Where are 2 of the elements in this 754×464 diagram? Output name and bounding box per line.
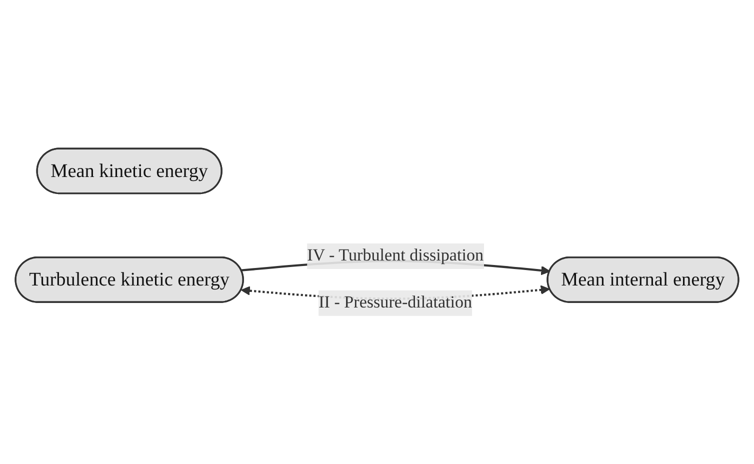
edge-label: II - Pressure-dilatation <box>318 293 472 312</box>
edge-label: IV - Turbulent dissipation <box>307 246 484 265</box>
